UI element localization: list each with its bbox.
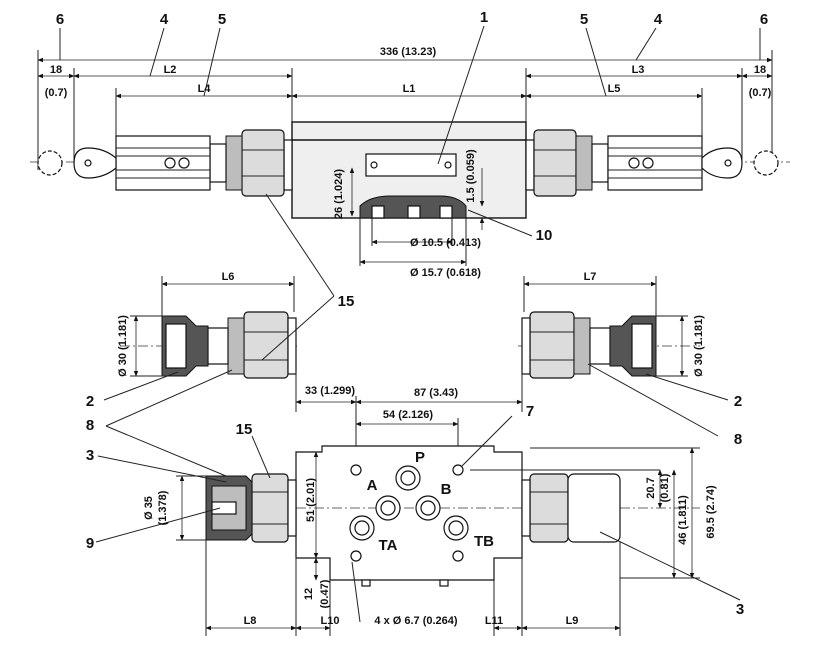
dim-12: 12 [303,588,315,600]
callout-2-right: 2 [734,393,742,410]
dim-d30-right: Ø 30 (1.181) [693,315,705,377]
callout-4-left: 4 [160,11,169,28]
dim-d35-in: (1.378) [157,490,169,525]
dim-L11: L11 [485,615,503,627]
dim-20-7-in: (0.81) [659,473,671,502]
callout-10: 10 [536,227,553,244]
callout-8-right: 8 [734,431,742,448]
callout-6-right: 6 [760,11,768,28]
port-TB: TB [474,533,494,550]
dim-18-right-in: (0.7) [749,87,772,99]
top-view [30,50,790,266]
dim-L3: L3 [632,64,645,76]
callout-15-top: 15 [338,293,355,310]
callout-3-left: 3 [86,447,94,464]
dim-L9: L9 [566,615,579,627]
dim-87: 87 (3.43) [414,387,458,399]
dim-26: 26 (1.024) [333,169,345,219]
dim-51: 51 (2.01) [305,478,317,522]
dim-18-left-in: (0.7) [45,87,68,99]
dim-18-right: 18 [754,64,766,76]
dim-d30-left: Ø 30 (1.181) [117,315,129,377]
dim-d15-7: Ø 15.7 (0.618) [410,267,481,279]
callout-5-left: 5 [218,11,226,28]
dim-20-7: 20.7 [645,477,657,498]
port-A: A [367,477,378,494]
labels: 6 4 5 1 5 4 6 336 (13.23) 18 (0.7) 18 (0… [45,9,772,627]
dim-18-left: 18 [50,64,62,76]
dim-L2: L2 [164,64,177,76]
dim-L10: L10 [321,615,340,627]
callout-9: 9 [86,535,94,552]
dim-46: 46 (1.811) [677,495,689,545]
callout-5-right: 5 [580,11,588,28]
dim-1-5: 1.5 (0.059) [465,149,477,203]
callout-4-right: 4 [654,11,663,28]
dim-54: 54 (2.126) [383,409,433,421]
dim-L8: L8 [244,615,257,627]
dim-L5: L5 [608,83,621,95]
dim-overall: 336 (13.23) [380,46,437,58]
right-throttle [533,129,779,197]
callout-3-right: 3 [736,601,744,618]
dim-L1: L1 [403,83,416,95]
callout-7: 7 [526,403,534,420]
left-throttle [37,129,285,197]
dim-L7: L7 [584,271,597,283]
port-P: P [415,449,425,466]
dim-d10-5: Ø 10.5 (0.413) [410,237,481,249]
dim-L6: L6 [222,271,235,283]
leader-lines [59,25,761,623]
dim-33: 33 (1.299) [305,385,355,397]
dim-12-in: (0.47) [319,579,331,608]
bottom-view [176,370,700,636]
port-B: B [441,481,452,498]
port-TA: TA [379,537,398,554]
callout-6-left: 6 [56,11,64,28]
dim-69-5: 69.5 (2.74) [705,485,717,539]
callout-15-bottom: 15 [236,421,253,438]
middle-views [120,276,700,379]
callout-8-left: 8 [86,417,94,434]
dim-d35: Ø 35 [143,496,155,520]
callout-1: 1 [480,9,488,26]
dim-L4: L4 [198,83,212,95]
callout-2-left: 2 [86,393,94,410]
dim-holes: 4 x Ø 6.7 (0.264) [374,615,457,627]
